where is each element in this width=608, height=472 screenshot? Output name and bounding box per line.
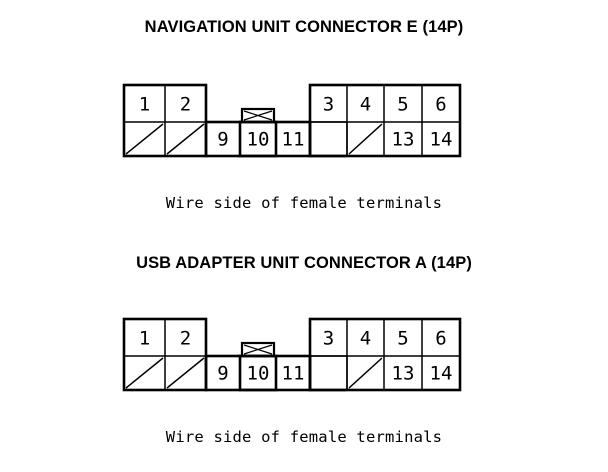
pin-label-3: 3 bbox=[323, 328, 334, 350]
connector-pinout-diagram-e: 1 2 9 10 11 bbox=[122, 83, 462, 158]
connector-pinout-diagram-a: 1 2 9 10 11 3 4 bbox=[122, 317, 462, 392]
keying-tab-cross-line-2 bbox=[243, 110, 273, 121]
blank-cell-diagonal-under-2 bbox=[166, 123, 205, 155]
pin-label-6: 6 bbox=[435, 94, 446, 116]
pin-label-11: 11 bbox=[282, 129, 305, 151]
blank-cell-diagonal-under-2 bbox=[166, 357, 205, 389]
caption-wire-side-a: Wire side of female terminals bbox=[165, 428, 443, 446]
connector-diagram-usb-adapter-unit: 1 2 9 10 11 3 4 bbox=[0, 302, 608, 397]
page-title-navigation-unit: NAVIGATION UNIT CONNECTOR E (14P) bbox=[144, 18, 464, 36]
blank-cell-diagonal-under-4 bbox=[348, 123, 383, 155]
page-title-usb-adapter-unit: USB ADAPTER UNIT CONNECTOR A (14P) bbox=[136, 254, 472, 272]
empty-cell-under-3 bbox=[311, 123, 346, 155]
blank-cell-diagonal-under-1 bbox=[125, 357, 164, 389]
empty-cell-under-3 bbox=[311, 357, 346, 389]
pin-label-9: 9 bbox=[217, 129, 228, 151]
connector-caption-navigation-unit: Wire side of female terminals bbox=[0, 194, 608, 212]
connector-section-usb-adapter-unit: USB ADAPTER UNIT CONNECTOR A (14P) bbox=[0, 254, 608, 273]
pin-label-5: 5 bbox=[397, 94, 408, 116]
connector-section-navigation-unit: NAVIGATION UNIT CONNECTOR E (14P) bbox=[0, 18, 608, 37]
pin-label-11: 11 bbox=[282, 363, 305, 385]
pin-label-14: 14 bbox=[430, 129, 453, 151]
right-block-outline bbox=[308, 317, 462, 392]
pin-label-9: 9 bbox=[217, 363, 228, 385]
pin-label-14: 14 bbox=[430, 363, 453, 385]
pin-label-2: 2 bbox=[180, 328, 191, 350]
blank-cell-diagonal-under-4 bbox=[348, 357, 383, 389]
pin-label-1: 1 bbox=[139, 94, 150, 116]
pin-label-5: 5 bbox=[397, 328, 408, 350]
right-block-outline bbox=[308, 83, 462, 158]
pin-label-10: 10 bbox=[247, 363, 270, 385]
pin-label-4: 4 bbox=[360, 94, 371, 116]
pin-label-6: 6 bbox=[435, 328, 446, 350]
pin-label-10: 10 bbox=[247, 129, 270, 151]
blank-cell-diagonal-under-1 bbox=[125, 123, 164, 155]
pin-label-4: 4 bbox=[360, 328, 371, 350]
keying-tab-cross-line-2 bbox=[243, 344, 273, 355]
keying-tab bbox=[240, 341, 276, 358]
pin-label-3: 3 bbox=[323, 94, 334, 116]
connector-caption-usb-adapter-unit: Wire side of female terminals bbox=[0, 428, 608, 446]
pin-label-13: 13 bbox=[392, 363, 415, 385]
keying-tab bbox=[240, 107, 276, 124]
pin-label-1: 1 bbox=[139, 328, 150, 350]
pin-label-13: 13 bbox=[392, 129, 415, 151]
connector-diagram-navigation-unit: 1 2 9 10 11 bbox=[0, 68, 608, 163]
caption-wire-side-e: Wire side of female terminals bbox=[165, 194, 443, 212]
pin-label-2: 2 bbox=[180, 94, 191, 116]
